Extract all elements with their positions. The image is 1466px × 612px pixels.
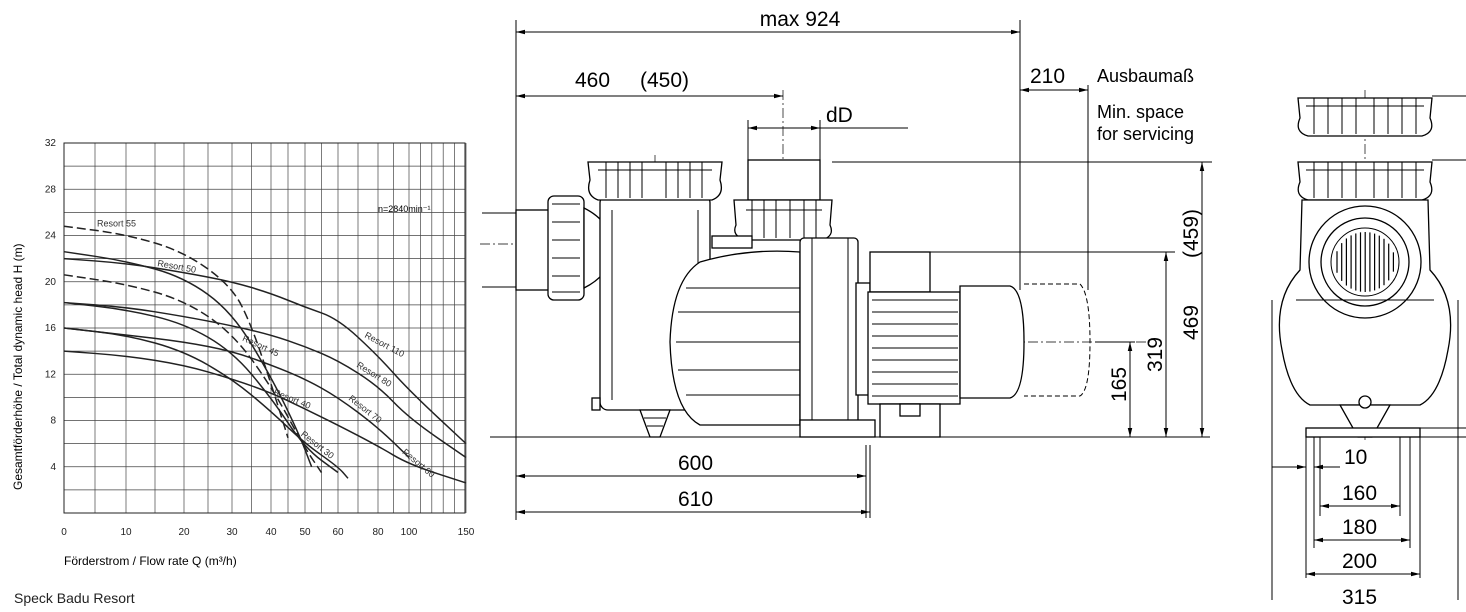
x-tick-label: 100 [401,527,418,538]
x-tick-label: 50 [299,527,311,538]
series-label: Resort 55 [97,218,136,228]
dim-459: (459) [1180,209,1203,258]
pump-side-view: max 924 460 (450) dD 210 Ausbaumaß Min. … [480,8,1212,520]
dim-165: 165 [1108,367,1131,402]
series-line [63,301,339,474]
x-tick-label: 150 [458,527,475,538]
x-tick-label: 0 [61,527,67,538]
dim-610: 610 [678,488,713,511]
motor [867,251,1025,438]
series-label: Resort 60 [400,447,436,480]
dim-315: 315 [1342,586,1377,609]
front-base-foot [1305,427,1421,438]
discharge-port [711,159,833,249]
series-line [63,327,410,459]
dim-469: 469 [1180,305,1203,340]
y-tick-label: 12 [45,369,57,380]
series-line [63,257,467,445]
y-tick-labels: 4 8 12 16 20 24 28 32 [45,138,57,473]
plot-frame [63,142,466,514]
x-tick-label: 10 [120,527,132,538]
front-inlet-grille [1336,232,1395,292]
front-drain-plug [1358,395,1372,409]
servicing-label-de: Ausbaumaß [1097,66,1194,86]
dim-160: 160 [1342,482,1377,505]
series-line [63,301,467,459]
series-line [63,350,467,484]
series-line [63,250,313,468]
y-tick-label: 32 [45,138,57,149]
dim-450: (450) [640,69,689,92]
y-tick-label: 8 [50,416,56,427]
servicing-space-outline [1024,283,1091,397]
pump-curve-chart: 0 10 20 30 40 50 60 80 100 150 4 8 12 16 20 24 28 32 Res… [11,138,475,568]
dim-max: max 924 [760,8,841,31]
dim-210: 210 [1030,65,1065,88]
y-tick-label: 24 [45,231,57,242]
inlet-union [482,195,613,301]
chart-series [63,225,467,484]
dim-dD: dD [826,104,853,127]
series-line [63,225,289,439]
front-cap-lower [1297,159,1466,201]
servicing-label-en-1: Min. space [1097,102,1184,122]
y-tick-label: 16 [45,323,57,334]
servicing-label-en-2: for servicing [1097,124,1194,144]
x-tick-label: 60 [332,527,344,538]
volute-body [669,237,876,438]
x-axis-label: Förderstrom / Flow rate Q (m³/h) [64,554,237,568]
dim-319: 319 [1144,337,1167,372]
y-tick-label: 4 [50,462,56,473]
pump-front-view: 10 160 180 200 315 [1271,90,1466,609]
series-label: Resort 110 [363,330,406,359]
x-tick-label: 40 [265,527,277,538]
front-cap-upper [1297,95,1466,137]
dim-200: 200 [1342,550,1377,573]
dim-10: 10 [1344,446,1367,469]
y-axis-label: Gesamtförderhöhe / Total dynamic head H … [11,243,25,490]
series-line [63,274,323,473]
y-tick-label: 20 [45,277,57,288]
dim-180: 180 [1342,516,1377,539]
x-tick-label: 80 [372,527,384,538]
x-tick-labels: 0 10 20 30 40 50 60 80 100 150 [61,527,475,538]
y-tick-label: 28 [45,184,57,195]
x-tick-label: 30 [226,527,238,538]
speed-annotation: n=2840min⁻¹ [378,204,431,214]
series-label: Resort 50 [157,258,197,275]
x-tick-label: 20 [178,527,190,538]
dim-460: 460 [575,69,610,92]
dim-600: 600 [678,452,713,475]
figure-caption: Speck Badu Resort [14,590,135,606]
